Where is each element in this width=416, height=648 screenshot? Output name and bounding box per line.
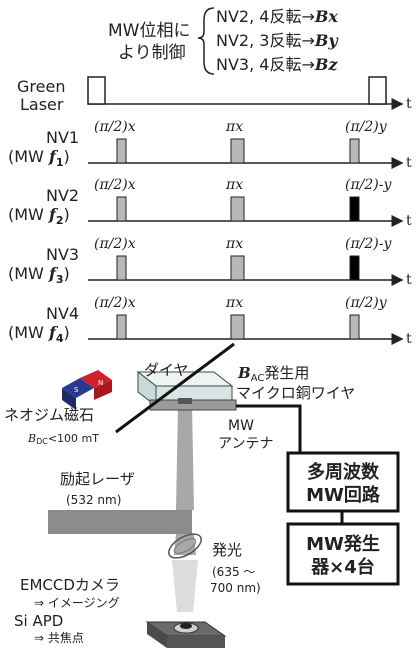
mw-freq-label: (MW f1) xyxy=(8,147,70,169)
diamond-label: ダイヤ xyxy=(144,361,189,379)
mw-freq-label: (MW f2) xyxy=(8,205,70,227)
antenna-label-line1: MW xyxy=(228,418,254,434)
magnet-icon: S N xyxy=(62,370,112,410)
svg-text:NV3, 4反転→Bz: NV3, 4反転→Bz xyxy=(216,55,338,74)
bac-label-line2: マイクロ銅ワイヤ xyxy=(236,384,355,402)
bdc-label: BDC<100 mT xyxy=(27,432,99,446)
mw-freq-label: (MW f4) xyxy=(8,323,70,345)
laser-row: Green Laser t xyxy=(17,76,412,114)
setup-illustration: S N xyxy=(48,342,400,648)
svg-text:NV2, 3反転→By: NV2, 3反転→By xyxy=(216,31,339,50)
copper-wire xyxy=(115,342,235,434)
emission-label: 発光 xyxy=(212,541,242,559)
pulse-label: (π/2)-y xyxy=(345,177,392,193)
mw-generator-box xyxy=(286,522,400,586)
mw-pulse xyxy=(116,314,127,340)
nv-row-3: NV3(MW f3) t (π/2)x πx (π/2)-y xyxy=(8,236,412,288)
time-label: t xyxy=(406,272,412,288)
mw-phase-label-line1: MW位相に xyxy=(108,21,190,41)
nv-name: NV2 xyxy=(46,186,79,205)
lens-icon xyxy=(168,533,202,559)
nv-name: NV3 xyxy=(46,245,79,264)
magnet-s-letter: S xyxy=(74,386,79,394)
emission-wavelength-line1: (635 ～ xyxy=(212,565,255,579)
time-label: t xyxy=(406,213,412,229)
box2-line2: 器×4台 xyxy=(310,556,375,578)
time-label: t xyxy=(406,155,412,171)
pulse-label: (π/2)x xyxy=(94,236,136,252)
emission-beam xyxy=(172,560,198,612)
mw-pulse xyxy=(349,138,360,164)
pulse-label: (π/2)-y xyxy=(345,236,392,252)
magnet-label: ネオジム磁石 xyxy=(4,406,94,424)
brace-icon xyxy=(197,7,215,75)
camera-label: EMCCDカメラ xyxy=(20,576,120,594)
mw-pulse xyxy=(116,196,127,222)
time-label: t xyxy=(406,331,412,347)
antenna-label-line2: アンテナ xyxy=(218,436,273,452)
nv-row-1: NV1(MW f1) t (π/2)x πx (π/2)y xyxy=(8,119,412,171)
mw-pulse xyxy=(116,138,127,164)
nv-name: NV1 xyxy=(46,128,79,147)
laser-pulse-2 xyxy=(368,76,387,105)
emission-wavelength-line2: 700 nm) xyxy=(210,581,261,595)
mw-pulse xyxy=(349,196,360,222)
box1-line2: MW回路 xyxy=(306,484,381,506)
mw-pulse xyxy=(230,138,245,164)
mw-freq-label: (MW f3) xyxy=(8,264,70,286)
pulse-label: πx xyxy=(225,295,243,311)
setup-labels: BAC発生用 マイクロ銅ワイヤ ダイヤ ネオジム磁石 BDC<100 mT MW… xyxy=(4,361,381,645)
detector-icon xyxy=(145,621,227,648)
magnet-n-letter: N xyxy=(98,379,103,387)
nv-row-4: NV4(MW f4) t (π/2)x πx (π/2)y xyxy=(8,295,412,347)
pulse-label: (π/2)y xyxy=(345,295,388,311)
phase-control-legend: MW位相に より制御 NV2, 4反転→Bx NV2, 3反転→By NV3, … xyxy=(108,7,339,75)
bac-label: BAC発生用 xyxy=(237,364,309,384)
mw-pulse xyxy=(230,314,245,340)
pulse-label: πx xyxy=(225,236,243,252)
laser-label-line1: Green xyxy=(17,77,65,96)
svg-text:NV2, 4反転→Bx: NV2, 4反転→Bx xyxy=(216,7,338,26)
pulse-label: (π/2)y xyxy=(345,119,388,135)
excitation-beam xyxy=(48,510,168,534)
apd-sub: ⇒ 共焦点 xyxy=(34,631,84,645)
laser-pulse-1 xyxy=(87,76,106,105)
antenna-connection xyxy=(236,404,302,453)
vertical-beam xyxy=(176,405,194,510)
pulse-label: (π/2)x xyxy=(94,295,136,311)
pulse-label: πx xyxy=(225,177,243,193)
laser-time-label: t xyxy=(406,96,412,112)
rule-1: NV2, 4反転→Bx xyxy=(216,7,338,26)
pulse-label: πx xyxy=(225,119,243,135)
pulse-label: (π/2)x xyxy=(94,119,136,135)
nv-name: NV4 xyxy=(46,304,79,323)
multifreq-mw-circuit-box xyxy=(286,451,400,513)
camera-sub: ⇒ イメージング xyxy=(34,596,120,610)
box1-line1: 多周波数 xyxy=(307,461,380,483)
mw-pulse xyxy=(230,255,245,281)
excitation-wavelength: (532 nm) xyxy=(66,493,121,507)
apd-label: Si APD xyxy=(14,612,63,630)
mw-pulse xyxy=(230,196,245,222)
nv-row-2: NV2(MW f2) t (π/2)x πx (π/2)-y xyxy=(8,177,412,229)
rule-2: NV2, 3反転→By xyxy=(216,31,339,50)
mw-pulse xyxy=(349,314,360,340)
laser-label-line2: Laser xyxy=(20,95,64,114)
pulse-label: (π/2)x xyxy=(94,177,136,193)
mw-pulse xyxy=(349,255,360,281)
rule-3: NV3, 4反転→Bz xyxy=(216,55,338,74)
box2-line1: MW発生 xyxy=(306,533,380,555)
mw-phase-label-line2: より制御 xyxy=(118,43,186,63)
mw-pulse xyxy=(116,255,127,281)
excitation-label: 励起レーザ xyxy=(60,470,135,488)
